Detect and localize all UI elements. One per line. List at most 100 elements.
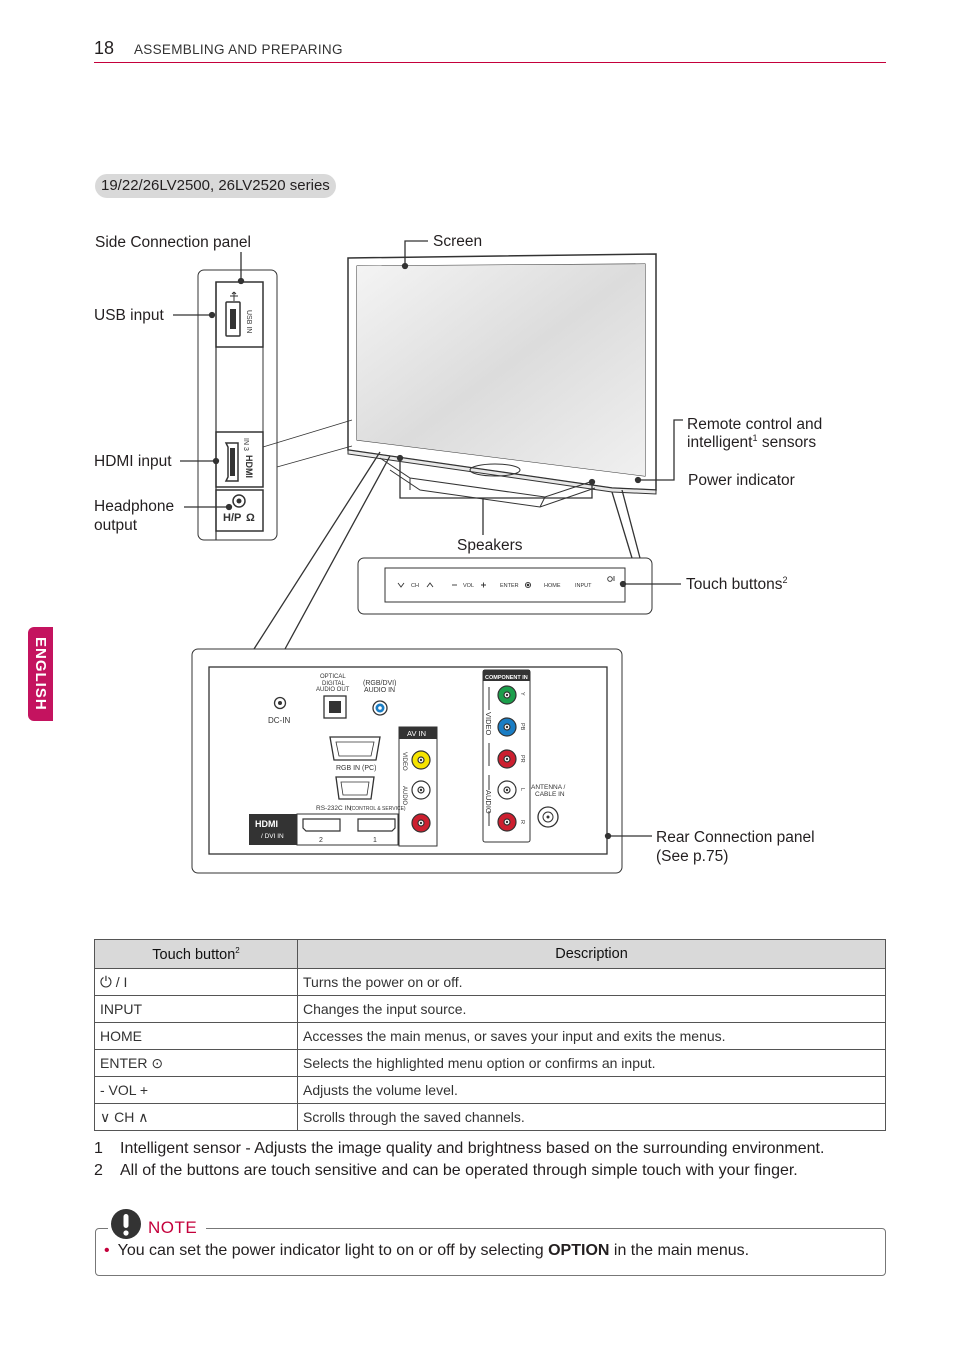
label-side-connection-panel: Side Connection panel bbox=[95, 234, 251, 251]
antenna-label-1: ANTENNA / bbox=[531, 784, 566, 791]
touch-strip-icons bbox=[397, 576, 615, 589]
cell-description: Scrolls through the saved channels. bbox=[297, 1103, 886, 1131]
label-usb-input: USB input bbox=[94, 307, 164, 324]
cell-button: INPUT bbox=[94, 995, 298, 1023]
tv-screen bbox=[357, 264, 645, 476]
av-video-label: VIDEO bbox=[401, 752, 407, 771]
rgb-in-label: RGB IN (PC) bbox=[336, 765, 376, 772]
power-icon bbox=[607, 576, 613, 582]
rs232-sub-label: (CONTROL & SERVICE) bbox=[350, 806, 406, 812]
table-header-row: Touch button2 Description bbox=[94, 939, 886, 969]
dc-in-label: DC-IN bbox=[268, 716, 290, 725]
chevron-down-icon: ∨ bbox=[100, 1108, 111, 1125]
cell-description: Changes the input source. bbox=[297, 995, 886, 1023]
headphone-icon: Ω bbox=[246, 512, 255, 524]
note-text-after: in the main menus. bbox=[609, 1242, 750, 1259]
comp-video-label: VIDEO bbox=[484, 712, 493, 736]
comp-y-label: Y bbox=[519, 692, 525, 696]
footnote-1-number: 1 bbox=[94, 1140, 103, 1157]
label-screen: Screen bbox=[433, 233, 482, 250]
label-remote-sensors-2a: intelligent bbox=[687, 434, 753, 451]
note-text-bold: OPTION bbox=[548, 1242, 610, 1259]
page-number: 18 bbox=[94, 38, 115, 58]
comp-r-label: R bbox=[519, 820, 525, 824]
label-power-indicator: Power indicator bbox=[688, 472, 795, 489]
optical-label-3: AUDIO OUT bbox=[316, 687, 350, 693]
label-speakers: Speakers bbox=[457, 537, 523, 554]
rgb-dvi-label-1: (RGB/DVI) bbox=[363, 680, 396, 687]
callout-labels: Side Connection panel Screen USB input H… bbox=[94, 233, 822, 865]
usb-icon bbox=[230, 291, 238, 301]
touch-button-table: Touch button2 Description ⏻ / I Turns th… bbox=[94, 939, 886, 1131]
power-icon: ⏻ bbox=[100, 973, 112, 991]
cell-description: Accesses the main menus, or saves your i… bbox=[297, 1022, 886, 1050]
table-row: ∨ CH ∧ Scrolls through the saved channel… bbox=[94, 1103, 886, 1131]
ch-up-icon bbox=[426, 582, 434, 588]
touch-input: INPUT bbox=[575, 583, 592, 589]
rca-jacks bbox=[411, 685, 517, 833]
cell-description: Turns the power on or off. bbox=[297, 968, 886, 996]
header-rule bbox=[94, 62, 886, 63]
cell-description: Adjusts the volume level. bbox=[297, 1076, 886, 1104]
av-audio-label: AUDIO bbox=[401, 786, 407, 805]
tv-diagram: USB IN IN 3 HDMI H/P Ω bbox=[94, 233, 822, 874]
exclamation-icon bbox=[111, 1209, 141, 1239]
optical-label-2: DIGITAL bbox=[322, 681, 346, 687]
hdmi-2-label: 2 bbox=[319, 837, 323, 844]
header-description: Description bbox=[297, 939, 886, 969]
cell-description: Selects the highlighted menu option or c… bbox=[297, 1049, 886, 1077]
enter-icon bbox=[524, 581, 532, 589]
footnote-1-text: Intelligent sensor - Adjusts the image q… bbox=[120, 1140, 825, 1157]
label-remote-sensors-sup: 1 bbox=[753, 433, 758, 443]
vol-up-icon bbox=[481, 582, 486, 588]
table-row: INPUT Changes the input source. bbox=[94, 995, 886, 1023]
label-hdmi-input: HDMI input bbox=[94, 453, 172, 470]
ch-down-icon bbox=[397, 582, 405, 588]
comp-l-label: L bbox=[519, 788, 525, 791]
touch-ch: CH bbox=[411, 583, 419, 589]
hdmi-in-label: IN 3 bbox=[242, 438, 249, 451]
rear-panel-text: DC-IN OPTICAL DIGITAL AUDIO OUT (RGB/DVI… bbox=[255, 674, 566, 844]
chevron-up-icon: ∧ bbox=[138, 1108, 149, 1125]
component-in-label: COMPONENT IN bbox=[485, 675, 528, 681]
side-hdmi-logo: HDMI bbox=[244, 455, 254, 478]
label-rear-panel-2: (See p.75) bbox=[656, 848, 728, 865]
label-headphone-2: output bbox=[94, 517, 138, 534]
rgb-dvi-label-2: AUDIO IN bbox=[364, 687, 395, 694]
touch-panel bbox=[357, 557, 653, 615]
rear-connection-panel bbox=[191, 648, 623, 874]
label-remote-sensors-2: intelligent1 sensors bbox=[687, 433, 816, 451]
note-box bbox=[95, 1228, 886, 1276]
hp-label: H/P bbox=[223, 512, 241, 524]
antenna-label-2: CABLE IN bbox=[535, 791, 565, 798]
touch-home: HOME bbox=[544, 583, 561, 589]
usb-in-label: USB IN bbox=[245, 310, 252, 333]
label-headphone-1: Headphone bbox=[94, 498, 174, 515]
comp-audio-label: AUDIO bbox=[484, 790, 493, 814]
note-text-before: You can set the power indicator light to… bbox=[117, 1242, 549, 1259]
section-title: ASSEMBLING AND PREPARING bbox=[134, 42, 343, 57]
label-touch-buttons-sup: 2 bbox=[783, 575, 788, 585]
cell-button: HOME bbox=[94, 1022, 298, 1050]
label-rear-panel-1: Rear Connection panel bbox=[656, 829, 815, 846]
cell-button: ∨ CH ∧ bbox=[94, 1103, 298, 1131]
header-sup: 2 bbox=[235, 945, 240, 955]
language-tab bbox=[28, 627, 53, 721]
footnote-2-number: 2 bbox=[94, 1162, 103, 1179]
table-row: - VOL + Adjusts the volume level. bbox=[94, 1076, 886, 1104]
side-panel-text: USB IN IN 3 HDMI H/P bbox=[223, 310, 254, 524]
touch-vol: VOL bbox=[463, 583, 474, 589]
note-bullet: • bbox=[104, 1242, 110, 1259]
language-tab-label: ENGLISH bbox=[32, 637, 49, 711]
rs232-label: RS-232C IN bbox=[316, 805, 351, 812]
cell-button: ⏻ / I bbox=[94, 968, 298, 996]
table-row: ENTER ⊙ Selects the highlighted menu opt… bbox=[94, 1049, 886, 1077]
note-text: • You can set the power indicator light t… bbox=[104, 1242, 749, 1260]
optical-label-1: OPTICAL bbox=[320, 674, 346, 680]
hdmi-1-label: 1 bbox=[373, 837, 377, 844]
touch-strip-text: CH VOL ENTER HOME INPUT bbox=[411, 583, 592, 589]
label-touch-buttons-text: Touch buttons bbox=[686, 576, 783, 593]
enter-icon: ⊙ bbox=[151, 1054, 164, 1071]
touch-enter: ENTER bbox=[500, 583, 519, 589]
note-label: NOTE bbox=[148, 1218, 198, 1237]
